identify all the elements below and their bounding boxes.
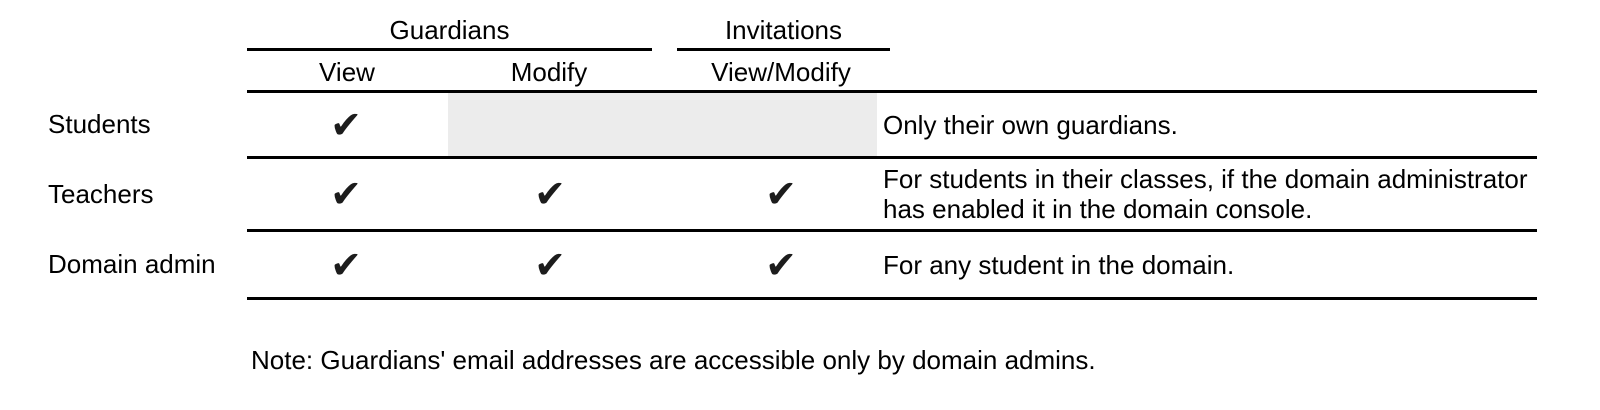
permission-cell-view-modify: ✔ — [736, 232, 826, 297]
row-note: For any student in the domain. — [883, 249, 1235, 280]
table-row-domain-admin: Domain admin ✔ ✔ ✔ For any student in th… — [0, 232, 1600, 297]
invitations-underline — [677, 48, 890, 51]
checkmark-icon: ✔ — [765, 172, 797, 216]
permission-cell-view-modify: ✔ — [736, 159, 826, 229]
row-label: Students — [48, 109, 151, 139]
table-row-students: Students ✔ Only their own guardians. — [0, 93, 1600, 156]
row-note: For students in their classes, if the do… — [883, 164, 1528, 224]
table-row-teachers: Teachers ✔ ✔ ✔ For students in their cla… — [0, 159, 1600, 229]
group-header-invitations: Invitations — [724, 14, 843, 45]
guardians-underline — [247, 48, 652, 51]
permission-cell-view: ✔ — [301, 232, 391, 297]
column-header-modify: Modify — [510, 56, 588, 87]
footnote: Note: Guardians' email addresses are acc… — [251, 345, 1096, 375]
row-divider-2 — [247, 229, 1537, 232]
checkmark-icon: ✔ — [330, 172, 362, 216]
column-header-view-modify: View/Modify — [711, 56, 851, 87]
permission-cell-view: ✔ — [301, 93, 391, 156]
checkmark-icon: ✔ — [330, 102, 362, 147]
permission-cell-modify — [505, 93, 595, 156]
permission-cell-view-modify — [736, 93, 826, 156]
permission-cell-view: ✔ — [301, 159, 391, 229]
column-header-view: View — [319, 56, 375, 87]
row-label: Teachers — [48, 178, 154, 209]
row-label: Domain admin — [48, 249, 216, 279]
group-header-guardians: Guardians — [389, 14, 510, 45]
permission-cell-modify: ✔ — [505, 232, 595, 297]
row-divider-1 — [247, 156, 1537, 159]
checkmark-icon: ✔ — [534, 242, 566, 287]
disabled-cells-highlight — [448, 93, 877, 156]
header-divider — [247, 90, 1537, 93]
checkmark-icon: ✔ — [765, 242, 797, 287]
checkmark-icon: ✔ — [534, 172, 566, 216]
checkmark-icon: ✔ — [330, 242, 362, 287]
row-note: Only their own guardians. — [883, 109, 1178, 140]
table-bottom-border — [247, 297, 1537, 300]
permission-cell-modify: ✔ — [505, 159, 595, 229]
